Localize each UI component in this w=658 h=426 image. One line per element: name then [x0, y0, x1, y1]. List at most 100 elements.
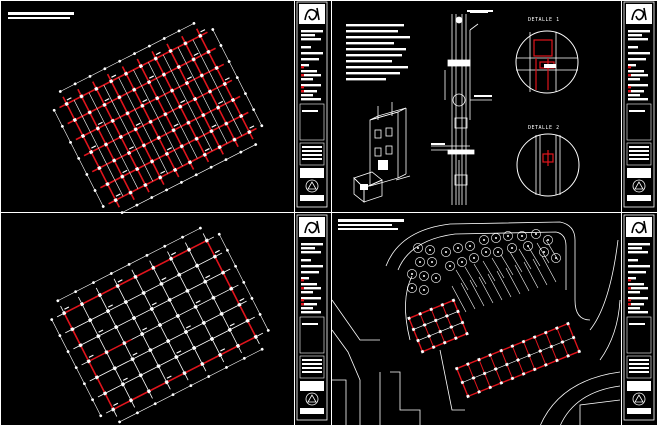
- column: [214, 65, 219, 71]
- grid-axis-marker: [93, 189, 97, 192]
- building-column: [466, 362, 470, 366]
- title-text-bar: [628, 283, 644, 286]
- column: [96, 334, 101, 339]
- secondary-beam: [111, 100, 121, 118]
- column: [148, 119, 153, 124]
- building-column: [571, 335, 576, 340]
- title-text-bar: [629, 323, 645, 325]
- grid-axis-marker: [219, 44, 223, 47]
- column: [186, 120, 191, 125]
- title-text-bar: [301, 98, 321, 101]
- column: [194, 136, 199, 141]
- grid-axis-marker: [101, 205, 105, 208]
- tree-symbol: [523, 241, 533, 251]
- dimension-line: [60, 23, 195, 92]
- secondary-beam: [180, 126, 190, 143]
- column: [235, 343, 241, 349]
- title-name-bar: [300, 381, 324, 391]
- column: [149, 306, 154, 312]
- building-column: [532, 367, 537, 372]
- title-text-bar: [301, 259, 311, 262]
- building-column: [427, 334, 431, 338]
- secondary-beam: [106, 164, 116, 181]
- column: [187, 160, 193, 165]
- title-text-bar: [629, 367, 649, 369]
- secondary-beam: [113, 140, 122, 157]
- column: [112, 366, 117, 371]
- column: [104, 350, 109, 355]
- column: [172, 167, 178, 173]
- title-text-bar: [629, 158, 649, 160]
- note-text-bar: [346, 42, 394, 45]
- title-text-bar: [301, 90, 317, 93]
- column: [163, 112, 168, 117]
- parking-stall-line: [523, 261, 539, 289]
- dimension-line: [121, 144, 256, 213]
- title-text-bar: [628, 30, 650, 33]
- grid-axis-marker: [145, 253, 149, 257]
- title-text-bar: [628, 46, 638, 49]
- title-text-bar: [628, 38, 648, 41]
- tree-trunk: [423, 275, 425, 277]
- column: [192, 96, 198, 102]
- secondary-beam: [121, 156, 131, 173]
- grid-axis-marker: [181, 235, 184, 239]
- column: [239, 113, 244, 119]
- building-column: [449, 325, 454, 329]
- column: [132, 87, 137, 92]
- building-column: [505, 362, 509, 367]
- title-text-bar: [628, 58, 646, 61]
- triangle-in-circle-icon: [634, 394, 644, 403]
- title-text-bar: [301, 297, 321, 300]
- tree-symbol: [551, 253, 561, 263]
- title-text-bar: [628, 90, 644, 93]
- title-text-bar: [301, 277, 309, 280]
- column: [198, 33, 203, 38]
- title-text-bar: [629, 110, 645, 112]
- building-column: [544, 363, 548, 367]
- building-column: [488, 353, 492, 357]
- tree-symbol: [517, 231, 527, 241]
- column: [141, 143, 147, 148]
- title-text-bar: [301, 46, 311, 49]
- column: [203, 279, 208, 284]
- title-red-marker: [628, 66, 631, 69]
- tree-symbol: [543, 235, 553, 245]
- parking-stall-line: [482, 260, 496, 282]
- tree-symbol: [419, 271, 429, 281]
- secondary-beam: [149, 101, 159, 119]
- tree-trunk: [419, 261, 421, 263]
- detail-1-circle: [515, 30, 579, 94]
- grid-axis-marker: [192, 21, 196, 25]
- parking-stall-line: [536, 242, 550, 264]
- parking-stall-line: [545, 239, 559, 261]
- title-text-bar: [301, 78, 313, 81]
- secondary-beam: [81, 116, 91, 133]
- column: [209, 129, 214, 134]
- title-info-box: [299, 142, 325, 166]
- column: [211, 295, 216, 300]
- column-tag: [66, 97, 72, 101]
- column-tag: [113, 402, 119, 407]
- sheet-header-bar: [8, 12, 74, 15]
- title-text-bar: [302, 359, 322, 361]
- title-text-bar: [628, 64, 636, 67]
- column-tag: [224, 77, 230, 81]
- title-text-bar: [301, 271, 319, 274]
- grid-axis-marker: [88, 74, 92, 78]
- grid-axis-marker: [66, 350, 70, 354]
- column: [123, 299, 128, 305]
- column: [215, 105, 221, 110]
- column: [138, 63, 144, 69]
- logo-box: [626, 217, 652, 237]
- grid-axis-marker: [56, 299, 60, 303]
- secondary-beam: [174, 149, 183, 167]
- column: [232, 137, 237, 142]
- title-red-marker: [628, 86, 631, 89]
- tree-symbol: [457, 257, 467, 267]
- tree-symbol: [469, 253, 479, 263]
- building-column: [460, 380, 465, 385]
- grid-axis-marker: [92, 281, 95, 284]
- building-column: [456, 309, 460, 314]
- secondary-beam: [164, 94, 174, 111]
